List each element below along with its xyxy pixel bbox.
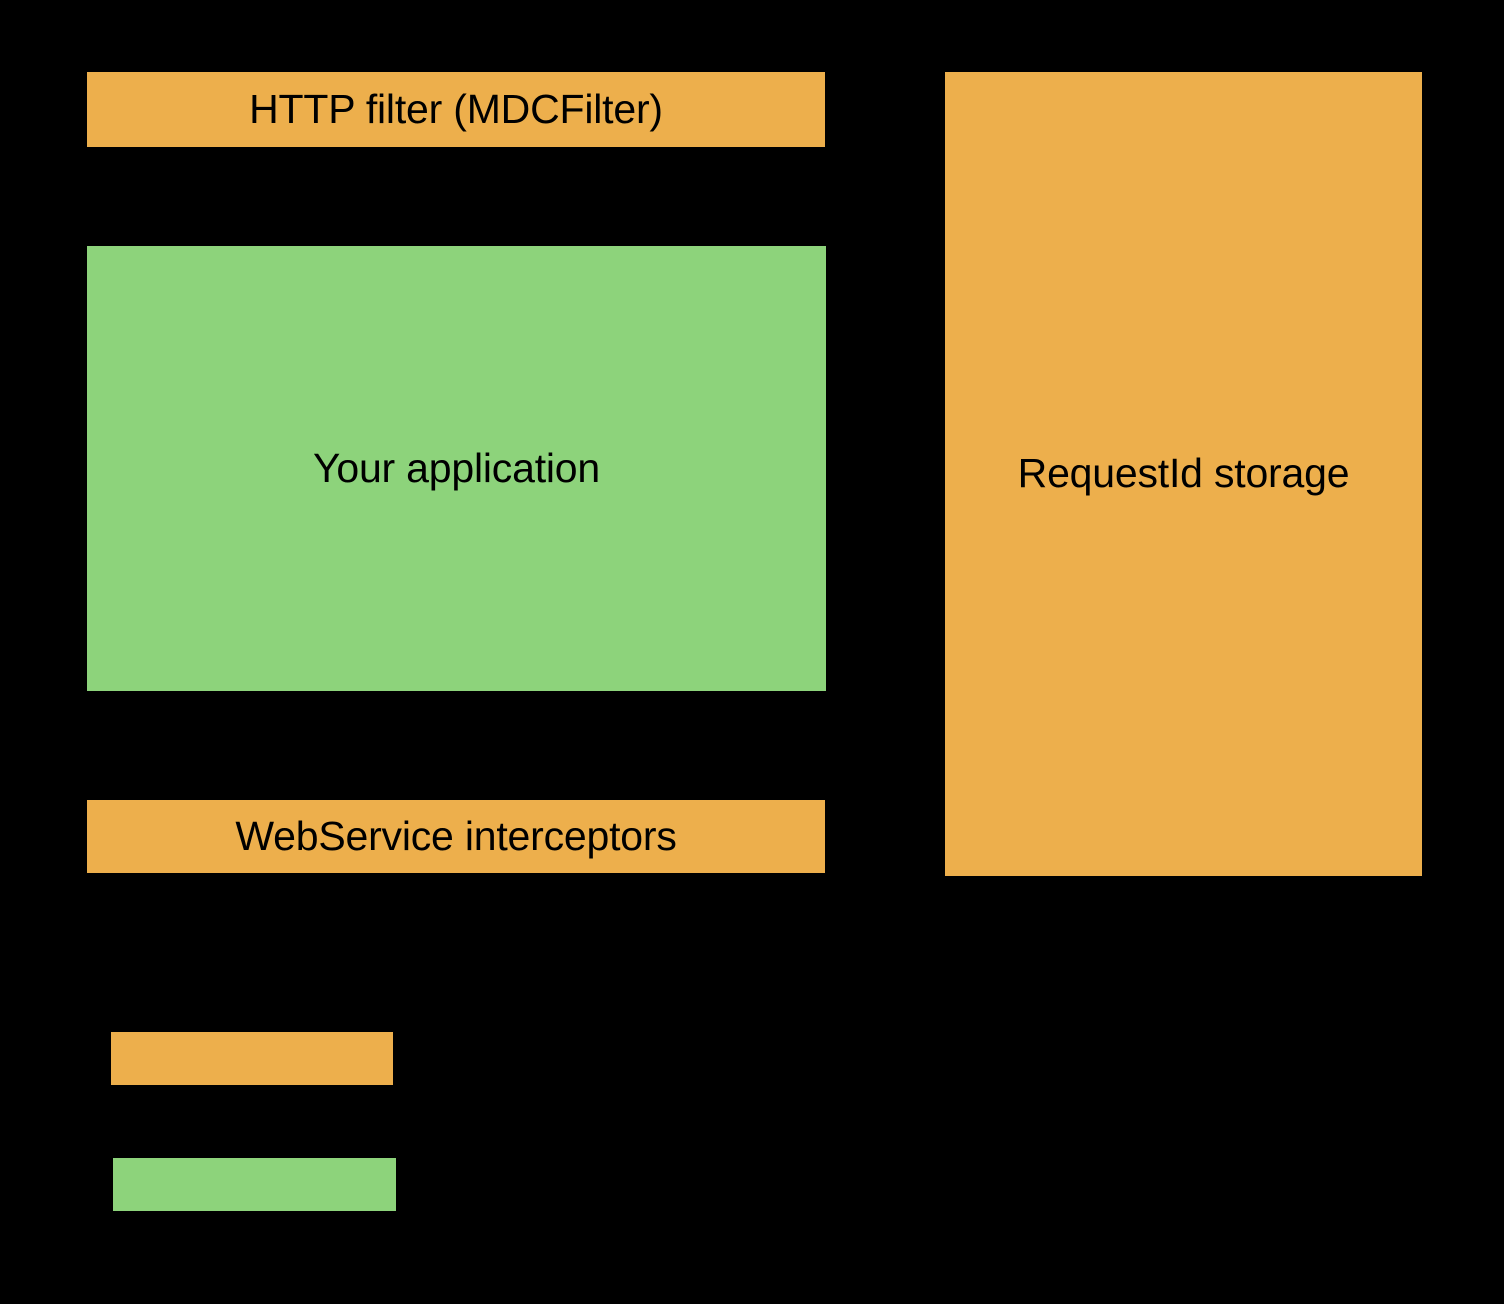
legend-swatch-green xyxy=(113,1158,396,1211)
node-http-filter-label: HTTP filter (MDCFilter) xyxy=(249,85,663,132)
node-webservice-interceptors-label: WebService interceptors xyxy=(235,812,677,859)
node-your-application[interactable]: Your application xyxy=(87,246,826,691)
node-webservice-interceptors[interactable]: WebService interceptors xyxy=(87,800,825,873)
node-requestid-storage-label: RequestId storage xyxy=(1017,450,1350,497)
node-your-application-label: Your application xyxy=(312,444,601,491)
node-http-filter[interactable]: HTTP filter (MDCFilter) xyxy=(87,72,825,147)
node-requestid-storage[interactable]: RequestId storage xyxy=(945,72,1422,876)
legend-swatch-orange xyxy=(111,1032,393,1085)
